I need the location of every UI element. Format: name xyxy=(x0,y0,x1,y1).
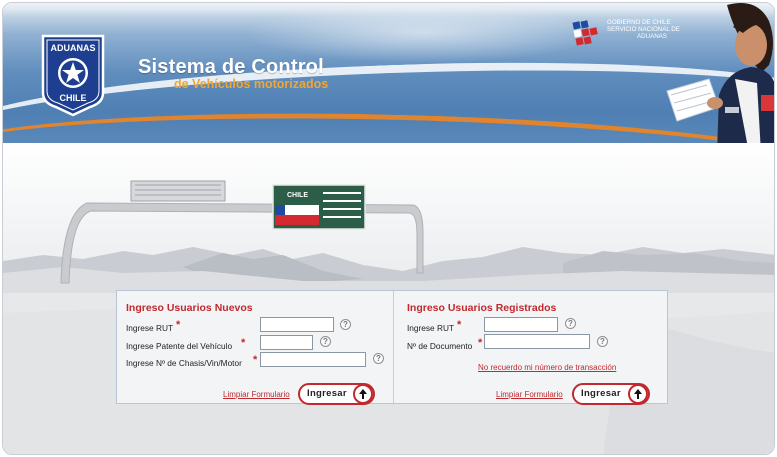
help-icon[interactable]: ? xyxy=(373,353,384,364)
new-users-title: Ingreso Usuarios Nuevos xyxy=(126,302,253,314)
road-sign-text: CHILE xyxy=(287,192,308,199)
new-patente-label: Ingrese Patente del Vehículo xyxy=(126,341,233,351)
new-submit-button[interactable]: Ingresar xyxy=(298,383,375,405)
reg-submit-label: Ingresar xyxy=(581,388,621,399)
reg-submit-button[interactable]: Ingresar xyxy=(572,383,650,405)
reg-doc-label: Nº de Documento xyxy=(407,341,473,351)
new-rut-label: Ingrese RUT xyxy=(126,323,174,333)
registered-users-section: Ingreso Usuarios Registrados Ingrese RUT… xyxy=(393,291,667,405)
logo-top-text: ADUANAS xyxy=(51,43,96,53)
new-chasis-input[interactable] xyxy=(260,352,366,367)
help-icon[interactable]: ? xyxy=(320,336,331,347)
help-icon[interactable]: ? xyxy=(340,319,351,330)
officer-photo xyxy=(666,3,774,143)
required-mark: * xyxy=(176,319,181,331)
help-icon[interactable]: ? xyxy=(597,336,608,347)
aduanas-logo: ADUANAS CHILE xyxy=(40,33,106,117)
required-mark: * xyxy=(478,337,483,349)
reg-doc-input[interactable] xyxy=(484,334,590,349)
header-banner: ADUANAS CHILE Sistema de Control de Vehí… xyxy=(3,3,774,143)
reg-rut-input[interactable] xyxy=(484,317,558,332)
new-submit-label: Ingresar xyxy=(307,388,347,399)
new-clear-form-link[interactable]: Limpiar Formulario xyxy=(223,390,290,399)
gobierno-flag-icon xyxy=(572,20,598,46)
required-mark: * xyxy=(241,337,246,349)
page-subtitle: de Vehículos motorizados xyxy=(174,77,329,91)
login-panel: Ingreso Usuarios Nuevos Ingrese RUT * ? … xyxy=(116,290,668,405)
required-mark: * xyxy=(457,319,462,331)
gobierno-de-chile-mark: GOBIERNO DE CHILE SERVICIO NACIONAL DE A… xyxy=(570,17,700,53)
help-icon[interactable]: ? xyxy=(565,318,576,329)
logo-bottom-text: CHILE xyxy=(60,93,87,103)
forgot-transaction-link[interactable]: No recuerdo mi número de transacción xyxy=(478,363,617,372)
new-rut-input[interactable] xyxy=(260,317,334,332)
required-mark: * xyxy=(253,354,258,366)
registered-users-title: Ingreso Usuarios Registrados xyxy=(407,302,557,314)
reg-rut-label: Ingrese RUT xyxy=(407,323,455,333)
page-title: Sistema de Control xyxy=(138,56,324,78)
arrow-up-icon xyxy=(628,384,648,404)
new-chasis-label: Ingrese Nº de Chasis/Vin/Motor xyxy=(126,358,242,368)
new-patente-input[interactable] xyxy=(260,335,313,350)
new-users-section: Ingreso Usuarios Nuevos Ingrese RUT * ? … xyxy=(117,291,392,405)
reg-clear-form-link[interactable]: Limpiar Formulario xyxy=(496,390,563,399)
arrow-up-icon xyxy=(353,384,373,404)
